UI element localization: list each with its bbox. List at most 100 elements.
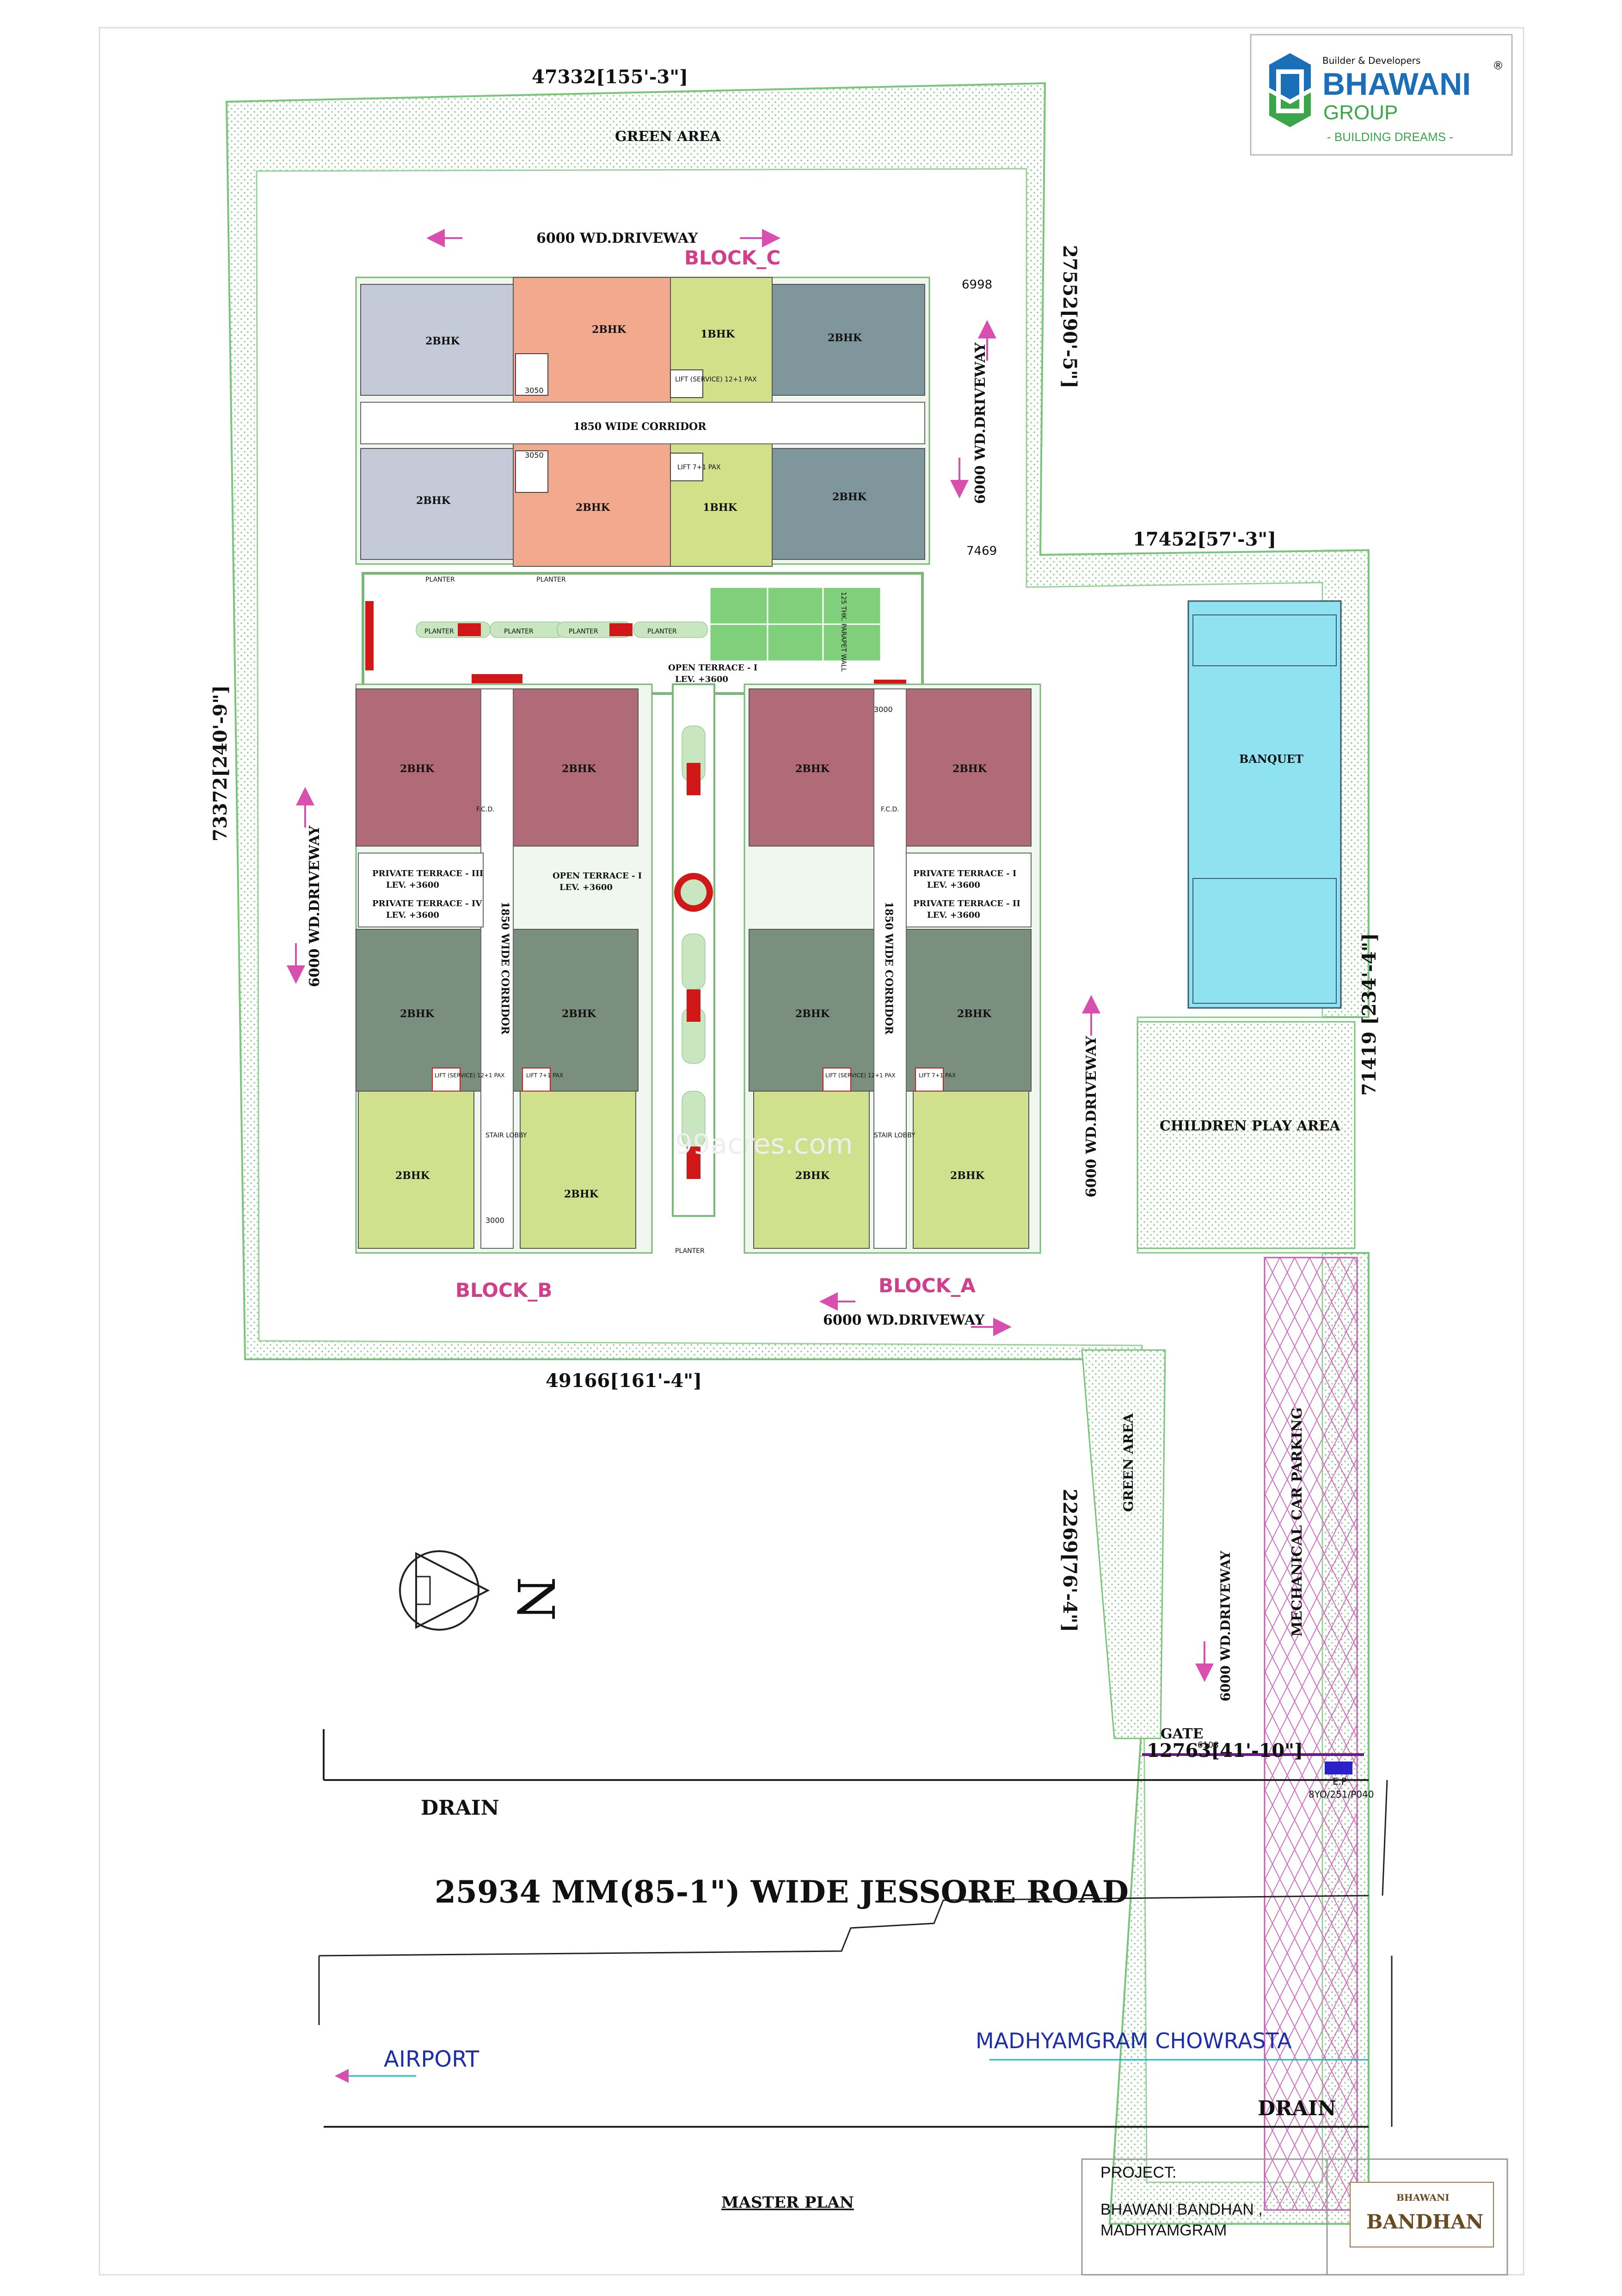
label-ep: E.P [1333, 1776, 1347, 1787]
unit-c1-label: 2BHK [425, 335, 460, 347]
green-strip-lower [1081, 1349, 1166, 1739]
unit-c2-label: 2BHK [592, 324, 627, 336]
label-pt-3-lev: LEV. +3600 [386, 880, 439, 890]
dim-left: 73372[240'-9"] [209, 685, 231, 841]
unit-a6-label: 2BHK [950, 1170, 985, 1182]
planter-5: PLANTER [425, 576, 455, 583]
label-drain-bottom: DRAIN [1258, 2097, 1336, 2120]
label-driveway-left: 6000 WD.DRIVEWAY [307, 825, 323, 987]
label-driveway-bottom: 6000 WD.DRIVEWAY [823, 1312, 985, 1328]
planter-2: PLANTER [504, 628, 534, 635]
unit-c5-label: 2BHK [416, 495, 451, 507]
children-play-area [1137, 1021, 1356, 1249]
dim-lower-diag: 22269[76'-4"] [1059, 1489, 1081, 1632]
dim-right-upper: 27552[90'-5"] [1059, 245, 1081, 388]
stair-lobby-b: STAIR LOBBY [485, 1132, 527, 1139]
label-pt-1: PRIVATE TERRACE - I [913, 869, 1016, 878]
unit-a4-label: 2BHK [957, 1008, 992, 1020]
unit-b2-label: 2BHK [562, 763, 596, 775]
unit-a3-label: 2BHK [795, 1008, 830, 1020]
north-arrow-icon [399, 1550, 490, 1631]
project-name: BHAWANI BANDHAN , [1100, 2201, 1263, 2218]
brand-group: GROUP [1323, 101, 1398, 124]
unit-a1-label: 2BHK [795, 763, 830, 775]
corridor-a-label: 1850 WIDE CORRIDOR [883, 902, 895, 1035]
open-terrace-top-lev: LEV. +3600 [675, 675, 728, 684]
ep-marker [1325, 1762, 1352, 1774]
title-block-frame [1081, 2158, 1508, 2276]
dim-6998: 6998 [962, 278, 992, 292]
bhawani-logo [1250, 34, 1513, 156]
unit-b3-label: 2BHK [400, 1008, 435, 1020]
unit-c7-label: 1BHK [703, 502, 737, 514]
label-driveway-mid: 6000 WD.DRIVEWAY [1083, 1036, 1100, 1197]
label-pt-2: PRIVATE TERRACE - II [913, 899, 1020, 909]
label-green-area-right: GREEN AREA [1121, 1412, 1136, 1512]
fcd-b: F.C.D. [476, 806, 495, 813]
label-green-area-top: GREEN AREA [615, 129, 721, 145]
label-chowrasta: MADHYAMGRAM CHOWRASTA [976, 2028, 1292, 2053]
brand-name: BHAWANI [1322, 67, 1471, 102]
driveway-arrows [287, 229, 1214, 1682]
unit-c8-label: 2BHK [832, 491, 867, 503]
dim-6108: 6108 [1198, 1740, 1219, 1750]
lift-c-service: LIFT (SERVICE) 12+1 PAX [675, 376, 757, 383]
unit-c6-label: 2BHK [576, 502, 610, 514]
label-pt-4: PRIVATE TERRACE - IV [372, 899, 482, 909]
block-c [355, 276, 930, 567]
dim-7469: 7469 [966, 544, 997, 558]
dim-3000-a: 3000 [874, 705, 893, 714]
planter-7: PLANTER [675, 1247, 705, 1255]
label-block-a: BLOCK_A [879, 1274, 976, 1297]
lift-c: LIFT 7+1 PAX [677, 464, 721, 471]
label-ep-code: 8YO/251/P040 [1309, 1789, 1374, 1800]
label-block-c: BLOCK_C [684, 246, 780, 269]
label-pt-2-lev: LEV. +3600 [927, 910, 980, 920]
bandhan-logo-big: BANDHAN [1366, 2210, 1484, 2233]
open-terrace-b: OPEN TERRACE - I [553, 871, 642, 881]
road-median [319, 1895, 1369, 1957]
dim-right-long: 71419 [234'-4"] [1358, 933, 1380, 1096]
dim-gate-width: 12763[41'-10"] [1147, 1740, 1303, 1762]
lift-a-service: LIFT (SERVICE) 12+1 PAX [825, 1072, 896, 1079]
project-label: PROJECT: [1100, 2164, 1176, 2181]
label-road: 25934 MM(85-1") WIDE JESSORE ROAD [435, 1874, 1129, 1910]
brand-slogan: - BUILDING DREAMS - [1327, 130, 1453, 144]
unit-b5-label: 2BHK [395, 1170, 430, 1182]
planter-4: PLANTER [647, 628, 677, 635]
label-parapet: 125 THK. PARAPET WALL [840, 592, 847, 672]
corridor-c-label: 1850 WIDE CORRIDOR [573, 421, 707, 433]
unit-b1-label: 2BHK [400, 763, 435, 775]
label-driveway-right: 6000 WD.DRIVEWAY [972, 342, 989, 504]
dim-top: 47332[155'-3"] [532, 66, 688, 88]
label-driveway-parking: 6000 WD.DRIVEWAY [1218, 1550, 1233, 1701]
watermark: 99acres.com [675, 1128, 853, 1160]
label-drain-top: DRAIN [421, 1796, 499, 1820]
unit-b6-label: 2BHK [564, 1188, 599, 1200]
label-block-b: BLOCK_B [455, 1279, 552, 1301]
dim-3050-c2: 3050 [525, 451, 544, 460]
planter-1: PLANTER [424, 628, 454, 635]
dim-bottom: 49166[161'-4"] [546, 1370, 702, 1392]
label-banquet: BANQUET [1239, 752, 1303, 766]
unit-c4-label: 2BHK [828, 332, 862, 344]
label-airport: AIRPORT [384, 2046, 479, 2072]
label-pt-4-lev: LEV. +3600 [386, 910, 439, 920]
dim-right-step: 17452[57'-3"] [1133, 528, 1276, 550]
label-mech-parking: MECHANICAL CAR PARKING [1289, 1407, 1305, 1637]
mechanical-parking-zone [1264, 1257, 1358, 2211]
label-pt-1-lev: LEV. +3600 [927, 880, 980, 890]
corridor-b-label: 1850 WIDE CORRIDOR [499, 902, 511, 1035]
label-north: N [506, 1577, 565, 1621]
lift-b-service: LIFT (SERVICE) 12+1 PAX [435, 1072, 505, 1079]
stair-lobby-a: STAIR LOBBY [874, 1132, 915, 1139]
fcd-a: F.C.D. [881, 806, 899, 813]
label-children-play: CHILDREN PLAY AREA [1160, 1118, 1340, 1134]
lift-b: LIFT 7+1 PAX [526, 1072, 563, 1079]
sheet-title: MASTER PLAN [721, 2193, 854, 2212]
open-terrace-top: OPEN TERRACE - I [668, 663, 757, 673]
open-terrace-b-lev: LEV. +3600 [559, 883, 613, 892]
page-frame [98, 27, 1524, 2276]
